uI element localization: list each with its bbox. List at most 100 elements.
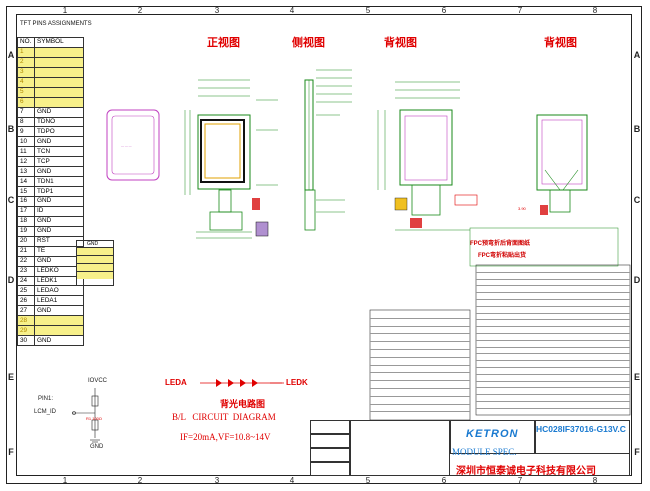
spec-table-row-line bbox=[476, 305, 630, 307]
small-pin-table-row bbox=[77, 248, 113, 256]
led-4 bbox=[252, 379, 258, 387]
col-label-top-3: 3 bbox=[214, 6, 220, 15]
spec-table-row-line bbox=[476, 285, 630, 287]
backlight-spec: IF=20mA,VF=10.8~14V bbox=[180, 432, 271, 442]
title-block-cell-5 bbox=[350, 420, 450, 476]
row-label-left-C: C bbox=[7, 195, 15, 205]
back-view-2-inner bbox=[541, 119, 583, 185]
circuit-resistor-bottom bbox=[91, 419, 99, 431]
back-view-1-outer bbox=[399, 109, 453, 186]
small-pin-table-row bbox=[77, 272, 113, 279]
spec-table-row-line bbox=[476, 380, 630, 382]
spec-table-row-line bbox=[476, 278, 630, 280]
spec-table-row-line bbox=[476, 319, 630, 321]
circuit-gnd-label: GND bbox=[90, 444, 104, 450]
spec-table-row-line bbox=[476, 299, 630, 300]
col-label-bottom-6: 6 bbox=[441, 476, 447, 485]
row-label-left-E: E bbox=[7, 372, 14, 382]
backlight-title-cn: 背光电路图 bbox=[220, 399, 266, 409]
circuit-pin1-label: PIN1: bbox=[38, 396, 54, 402]
back1-fpc-stiffener bbox=[394, 197, 408, 211]
front-fpc-connector bbox=[252, 198, 260, 210]
pin-symbol: GND bbox=[34, 335, 84, 347]
col-label-bottom-2: 2 bbox=[137, 476, 143, 485]
back2-fpc bbox=[549, 189, 571, 213]
back-view-1-title: 背视图 bbox=[384, 37, 417, 49]
title-block-cell-2 bbox=[310, 434, 350, 448]
back-view-2-title: 背视图 bbox=[544, 37, 577, 49]
front-view-screen bbox=[200, 119, 245, 183]
col-label-top-8: 8 bbox=[592, 6, 598, 15]
spec-table-row-line bbox=[370, 341, 470, 343]
row-label-left-D: D bbox=[7, 275, 15, 285]
col-label-top-4: 4 bbox=[289, 6, 295, 15]
col-label-bottom-7: 7 bbox=[517, 476, 523, 485]
col-label-bottom-3: 3 bbox=[214, 476, 220, 485]
led-3 bbox=[240, 379, 246, 387]
small-pin-table-row bbox=[77, 256, 113, 264]
col-label-top-5: 5 bbox=[365, 6, 371, 15]
spec-table-row-line bbox=[476, 394, 630, 396]
backlight-leda-label: LEDA bbox=[165, 378, 187, 387]
spec-table-row-line bbox=[476, 346, 630, 348]
lcd-outline-small bbox=[106, 109, 160, 181]
spec-table-row-line bbox=[370, 356, 470, 358]
spec-table-row-line bbox=[476, 339, 630, 341]
back-view-2-outer bbox=[536, 114, 588, 191]
spec-table-row-line bbox=[476, 387, 630, 389]
spec-table-row-line bbox=[476, 373, 630, 375]
row-label-right-F: F bbox=[634, 447, 640, 457]
spec-table-row-line bbox=[476, 333, 630, 334]
backlight-title-en: B/L CIRCUIT DIAGRAM bbox=[172, 412, 276, 422]
circuit-iovcc-label: IOVCC bbox=[88, 378, 108, 384]
ketron-logo: KETRON bbox=[466, 428, 519, 440]
small-pin-table-row bbox=[77, 264, 113, 272]
led-2 bbox=[228, 379, 234, 387]
spec-table-row-line bbox=[476, 292, 630, 294]
row-label-left-F: F bbox=[8, 447, 14, 457]
part-number: HC028IF37016-G13V.C bbox=[536, 424, 626, 434]
back-view-1-inner bbox=[404, 115, 448, 181]
row-label-right-E: E bbox=[633, 372, 640, 382]
col-label-top-7: 7 bbox=[517, 6, 523, 15]
lcd-small-caption: — — — bbox=[121, 144, 132, 148]
spec-table-row-line bbox=[370, 395, 470, 397]
pin-table-title: TFT PINS ASSIGNMENTS bbox=[20, 21, 92, 27]
col-label-top-2: 2 bbox=[137, 6, 143, 15]
fpc-note-line-2: FPC弯折粘贴出货 bbox=[478, 253, 527, 259]
back2-fpc-line-1 bbox=[544, 169, 561, 191]
spec-table-row-line bbox=[370, 403, 470, 405]
spec-table-row-line bbox=[370, 325, 470, 327]
lcd-active-area-small bbox=[111, 115, 155, 175]
led-1 bbox=[216, 379, 222, 387]
spec-table-row-line bbox=[476, 367, 630, 368]
side-view-title: 侧视图 bbox=[292, 37, 325, 49]
fpc-note-line-1: FPC预弯折后背面图纸 bbox=[470, 241, 531, 247]
spec-table-row-line bbox=[370, 380, 470, 382]
spec-table-row-line bbox=[476, 312, 630, 314]
row-label-right-A: A bbox=[633, 50, 641, 60]
back1-fpc-connector bbox=[410, 218, 422, 228]
col-label-bottom-1: 1 bbox=[62, 476, 68, 485]
col-label-top-1: 1 bbox=[62, 6, 68, 15]
front-view-inner bbox=[204, 123, 241, 179]
row-label-right-D: D bbox=[633, 275, 641, 285]
spec-table-row-line bbox=[370, 411, 470, 413]
side-fpc bbox=[304, 189, 316, 231]
title-block-partno-cell bbox=[535, 420, 630, 454]
spec-table-row-line bbox=[370, 333, 470, 335]
front-fpc-tail bbox=[209, 211, 243, 231]
small-pin-table: GND bbox=[76, 240, 114, 286]
title-block-cell-4 bbox=[310, 462, 350, 476]
col-label-bottom-5: 5 bbox=[365, 476, 371, 485]
back2-dim-text: 3.90 bbox=[518, 206, 527, 211]
title-block-logo-cell bbox=[450, 420, 535, 454]
company-name: 深圳市恒泰诚电子科技有限公司 bbox=[456, 466, 596, 477]
title-block-cell-1 bbox=[310, 420, 350, 434]
front-view-outer bbox=[197, 114, 251, 190]
front-view-title: 正视图 bbox=[207, 37, 240, 49]
front-fpc bbox=[218, 189, 232, 213]
small-pin-table-gnd: GND bbox=[77, 241, 113, 248]
circuit-lcm-id-label: LCM_ID bbox=[34, 409, 57, 415]
